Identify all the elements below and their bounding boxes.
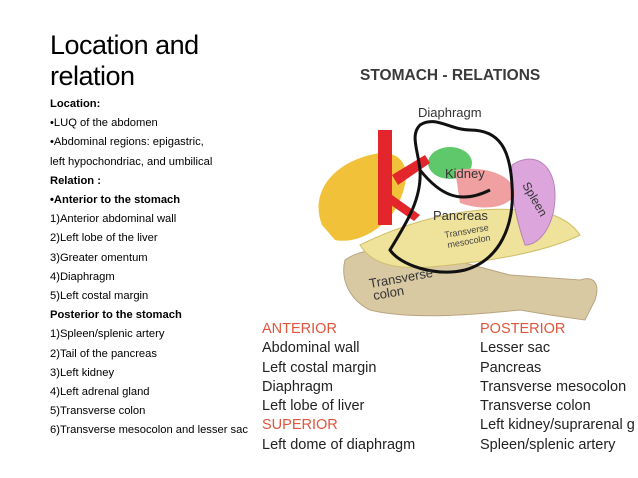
pancreas-label: Pancreas	[433, 208, 488, 223]
stomach-curve	[418, 169, 491, 199]
figure-title: STOMACH - RELATIONS	[360, 67, 541, 84]
text-line: 5)Transverse colon	[50, 405, 146, 418]
anterior-heading: ANTERIOR	[262, 321, 337, 337]
transverse-colon-label-2: colon	[372, 283, 405, 303]
posterior-heading: POSTERIOR	[480, 321, 566, 337]
artery-shape	[388, 155, 430, 221]
location-relation-text: Location: •LUQ of the abdomen •Abdominal…	[50, 95, 250, 436]
text-line: 4)Left adrenal gland	[50, 386, 150, 399]
anterior-item: Left lobe of liver	[262, 398, 365, 415]
superior-heading: SUPERIOR	[262, 417, 338, 434]
stomach-relations-diagram: Diaphragm Spleen Kidney Pancreas Transve…	[318, 105, 598, 321]
text-line: •LUQ of the abdomen	[50, 117, 158, 130]
stomach-relations-figure: STOMACH - RELATIONS Diaphragm Spleen Kid…	[250, 55, 638, 478]
anterior-item: Left costal margin	[262, 359, 377, 376]
aorta-shape	[378, 130, 392, 225]
posterior-item: Transverse mesocolon	[480, 378, 627, 395]
text-line: Posterior to the stomach	[50, 309, 182, 322]
diaphragm-label: Diaphragm	[418, 105, 482, 120]
posterior-column: POSTERIOR Lesser sac Pancreas Transverse…	[480, 320, 638, 455]
text-line: 1)Spleen/splenic artery	[50, 328, 165, 341]
posterior-item: Spleen/splenic artery	[480, 436, 616, 453]
stomach-outline	[388, 120, 514, 274]
posterior-item: Left kidney/suprarenal g	[480, 417, 635, 434]
slide-title: Location and relation	[50, 30, 199, 91]
text-line: •Abdominal regions: epigastric,	[50, 136, 204, 149]
text-line: •Anterior to the stomach	[50, 194, 181, 207]
text-line: Location:	[50, 98, 101, 110]
posterior-item: Transverse colon	[480, 398, 591, 415]
text-line: 2)Tail of the pancreas	[50, 347, 157, 360]
text-line: 3)Left kidney	[50, 366, 115, 379]
text-line: 1)Anterior abdominal wall	[50, 213, 177, 226]
superior-item: Left dome of diaphragm	[262, 436, 416, 453]
text-line: 6)Transverse mesocolon and lesser sac	[50, 424, 248, 437]
anterior-item: Abdominal wall	[262, 340, 360, 357]
text-line: 3)Greater omentum	[50, 251, 148, 264]
text-line: 4)Diaphragm	[50, 270, 115, 283]
text-line: 2)Left lobe of the liver	[50, 232, 158, 245]
text-line: 5)Left costal margin	[50, 290, 149, 303]
kidney-label: Kidney	[445, 166, 485, 181]
spleen-shape	[511, 158, 556, 246]
posterior-item: Pancreas	[480, 359, 542, 376]
anterior-column: ANTERIOR Abdominal wall Left costal marg…	[262, 320, 415, 455]
text-line: left hypochondriac, and umbilical	[50, 155, 213, 168]
posterior-item: Lesser sac	[480, 340, 551, 357]
anterior-item: Diaphragm	[262, 378, 333, 395]
text-line: Relation :	[50, 174, 101, 187]
